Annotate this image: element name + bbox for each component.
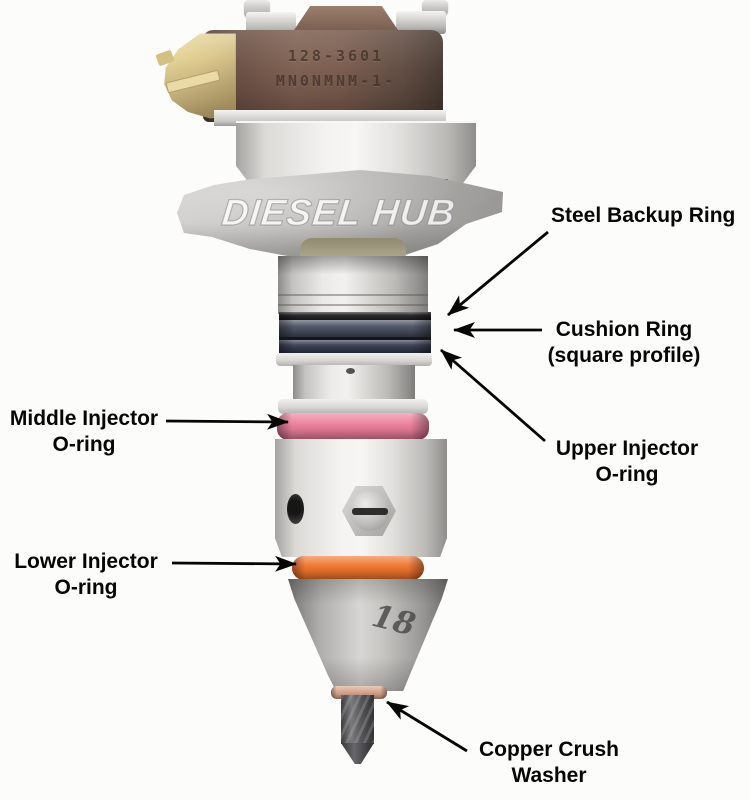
label-text: O-ring xyxy=(54,576,118,599)
steel-backup-ring xyxy=(279,312,431,320)
label-steel-backup-ring: Steel Backup Ring xyxy=(551,203,735,229)
stem-washer-upper xyxy=(276,353,432,366)
label-text: O-ring xyxy=(595,463,659,486)
label-text: Copper Crush xyxy=(478,738,619,761)
label-text: Middle Injector xyxy=(9,407,159,430)
nozzle-retainer xyxy=(288,579,448,691)
nozzle-tip xyxy=(341,695,374,744)
barrel-screw-slot xyxy=(352,508,388,515)
label-upper-injector-oring: Upper Injector O-ring xyxy=(528,436,726,488)
neck-port xyxy=(346,368,355,374)
upper-injector-stem xyxy=(278,256,428,314)
cushion-ring xyxy=(279,320,431,337)
solenoid-part-number: 128-3601 xyxy=(287,47,385,65)
label-middle-injector-oring: Middle Injector O-ring xyxy=(0,406,168,458)
clamp-bracket-right xyxy=(396,11,446,34)
label-text: Upper Injector xyxy=(555,437,699,460)
diesel-hub-watermark: DIESEL HUB xyxy=(219,191,458,233)
label-text: Cushion Ring xyxy=(555,318,693,341)
label-text: Steel Backup Ring xyxy=(551,204,736,227)
middle-injector-oring xyxy=(277,413,429,440)
label-text: Washer xyxy=(511,764,587,787)
upper-injector-oring xyxy=(279,340,431,353)
stem-washer-lower xyxy=(278,399,428,414)
nozzle-tip-point xyxy=(341,743,374,764)
ring-separation-line xyxy=(279,337,431,340)
label-text: Lower Injector xyxy=(14,550,158,573)
barrel-port-hole xyxy=(287,494,304,524)
middle-injector-oring-arrow xyxy=(165,413,289,430)
lower-injector-oring xyxy=(292,556,424,580)
solenoid-serial-marking: MN0NMNM-1- xyxy=(275,72,397,90)
stem-groove xyxy=(278,294,428,296)
steel-backup-ring-arrow xyxy=(447,230,549,317)
stem-groove xyxy=(278,304,428,306)
injector-solenoid-body xyxy=(203,30,443,122)
label-lower-injector-oring: Lower Injector O-ring xyxy=(2,549,170,601)
label-cushion-ring: Cushion Ring (square profile) xyxy=(524,317,724,369)
label-copper-crush-washer: Copper Crush Washer xyxy=(452,737,646,789)
lower-injector-oring-arrow xyxy=(171,555,297,572)
label-text: (square profile) xyxy=(547,344,701,367)
label-text: O-ring xyxy=(52,433,116,456)
